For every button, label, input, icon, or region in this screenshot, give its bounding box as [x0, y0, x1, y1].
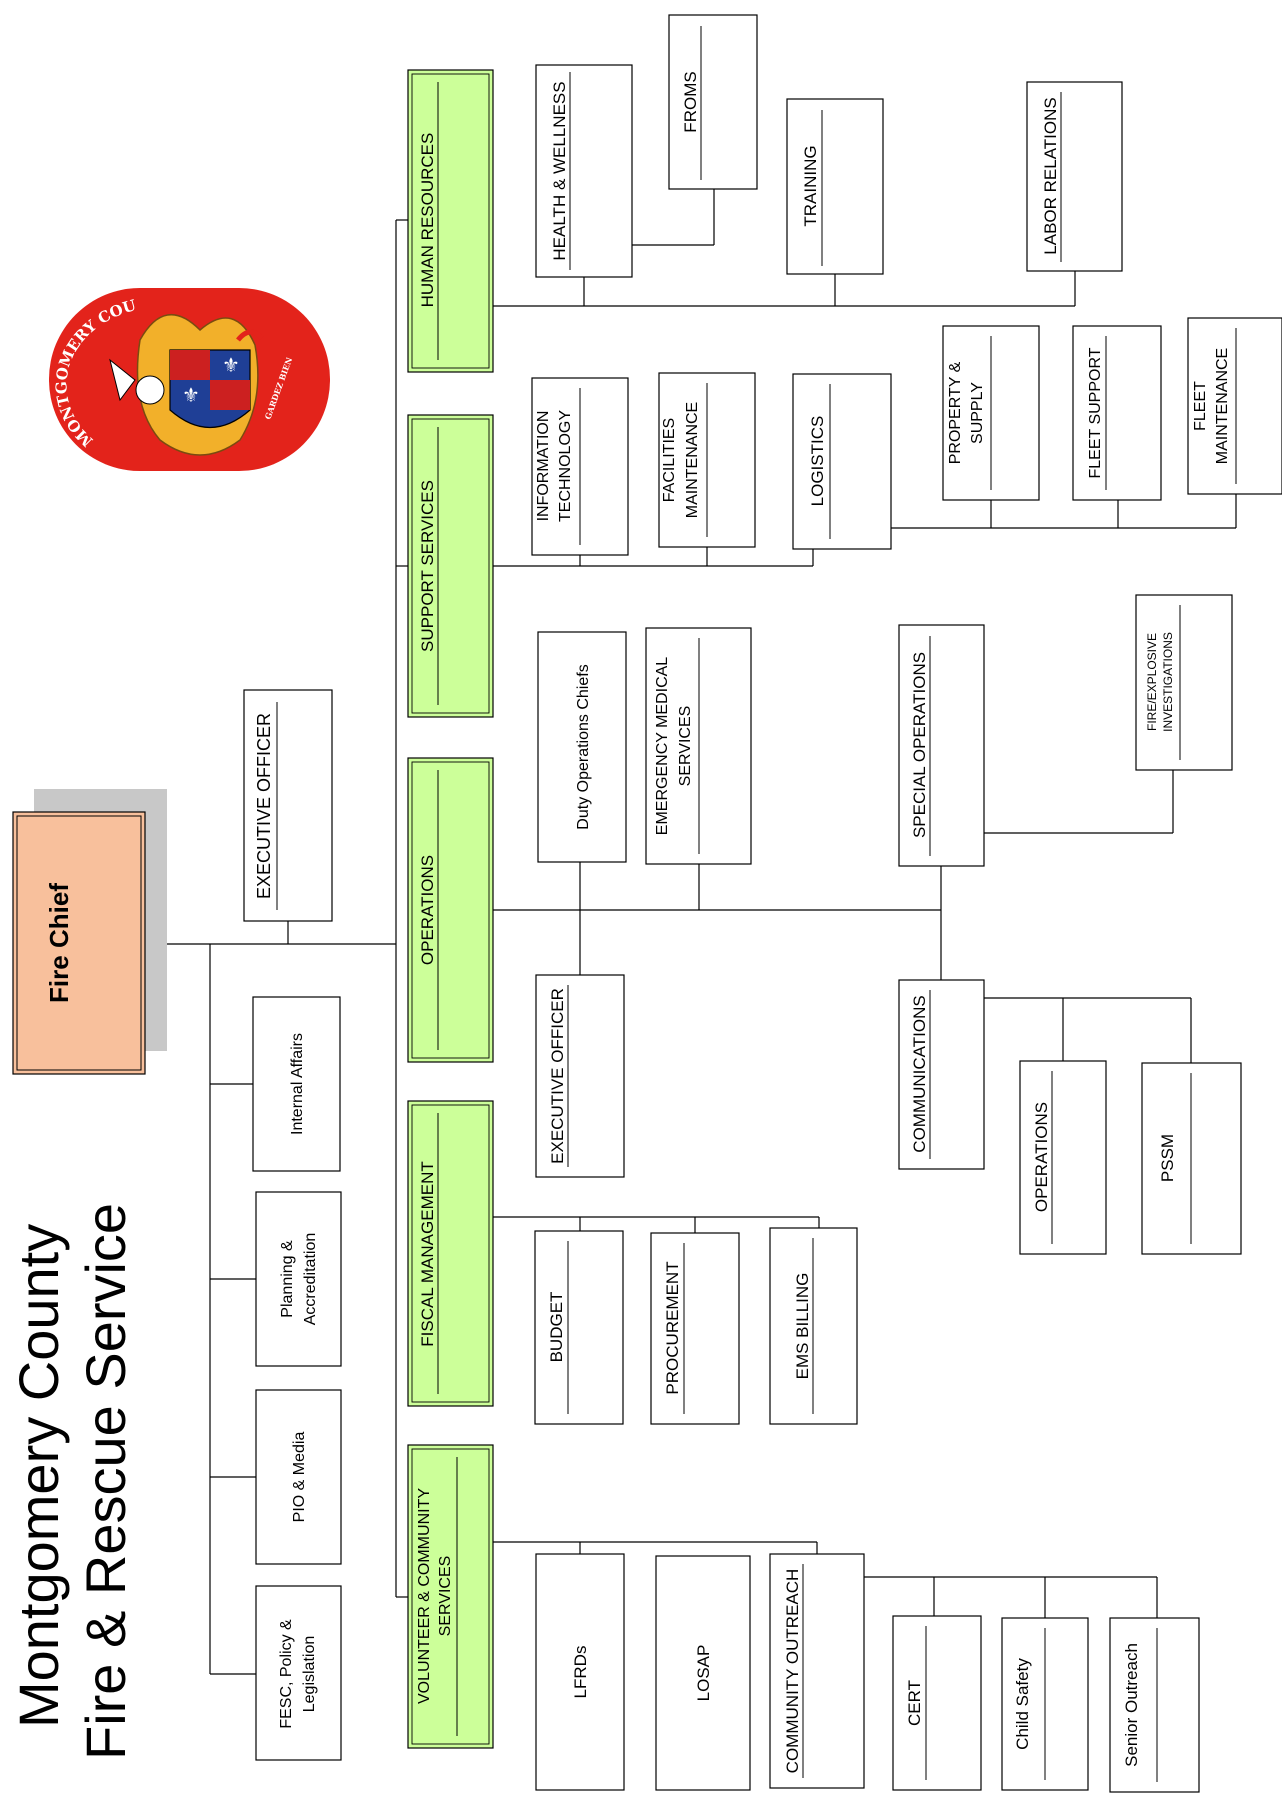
- svg-text:PROCUREMENT: PROCUREMENT: [663, 1261, 682, 1394]
- svg-text:FROMS: FROMS: [681, 71, 700, 132]
- svg-text:TRAINING: TRAINING: [801, 145, 820, 226]
- unit-froms: FROMS: [668, 14, 758, 190]
- unit-fire-explosive-investigations: FIRE/EXPLOSIVE INVESTIGATIONS: [1135, 594, 1233, 771]
- svg-text:VOLUNTEER & COMMUNITY: VOLUNTEER & COMMUNITY: [416, 1488, 433, 1704]
- unit-communications: COMMUNICATIONS: [898, 979, 985, 1170]
- svg-text:Duty Operations Chiefs: Duty Operations Chiefs: [575, 664, 592, 829]
- svg-text:BUDGET: BUDGET: [547, 1292, 566, 1363]
- unit-pssm: PSSM: [1141, 1062, 1242, 1255]
- svg-text:HUMAN RESOURCES: HUMAN RESOURCES: [418, 133, 437, 308]
- unit-community-outreach: COMMUNITY OUTREACH: [769, 1553, 865, 1789]
- connector-lines: [145, 189, 1237, 1675]
- svg-text:PIO & Media: PIO & Media: [291, 1432, 308, 1523]
- svg-text:SUPPLY: SUPPLY: [969, 382, 986, 444]
- svg-text:Internal Affairs: Internal Affairs: [289, 1033, 306, 1135]
- unit-health-wellness: HEALTH & WELLNESS: [535, 64, 633, 278]
- svg-text:PSSM: PSSM: [1158, 1134, 1177, 1182]
- unit-procurement: PROCUREMENT: [650, 1232, 740, 1425]
- unit-lfrds: LFRDs: [535, 1553, 625, 1791]
- unit-facilities-maintenance: FACILITIES MAINTENANCE: [658, 372, 756, 548]
- division-operations: OPERATIONS: [407, 757, 494, 1063]
- svg-text:FISCAL MANAGEMENT: FISCAL MANAGEMENT: [418, 1161, 437, 1346]
- unit-senior-outreach: Senior Outreach: [1109, 1617, 1200, 1793]
- svg-text:⚜: ⚜: [182, 383, 200, 407]
- svg-text:Senior Outreach: Senior Outreach: [1122, 1643, 1141, 1767]
- division-human-resources: HUMAN RESOURCES: [407, 69, 494, 373]
- staff-executive-officer: EXECUTIVE OFFICER: [243, 689, 333, 922]
- svg-text:FLEET: FLEET: [1192, 381, 1209, 431]
- svg-text:SUPPORT SERVICES: SUPPORT SERVICES: [418, 480, 437, 652]
- staff-planning-accreditation: Planning & Accreditation: [255, 1191, 342, 1367]
- fire-chief-label: Fire Chief: [44, 883, 74, 1003]
- unit-fleet-maintenance: FLEET MAINTENANCE: [1187, 317, 1282, 495]
- svg-text:PROPERTY &: PROPERTY &: [947, 361, 964, 464]
- svg-text:OPERATIONS: OPERATIONS: [418, 855, 437, 965]
- unit-special-operations: SPECIAL OPERATIONS: [898, 624, 985, 867]
- svg-text:OPERATIONS: OPERATIONS: [1032, 1102, 1051, 1212]
- svg-text:FESC, Policy &: FESC, Policy &: [278, 1619, 295, 1729]
- unit-budget: BUDGET: [534, 1230, 624, 1425]
- unit-labor-relations: LABOR RELATIONS: [1026, 81, 1123, 272]
- svg-text:Planning &: Planning &: [279, 1240, 296, 1318]
- svg-text:LOGISTICS: LOGISTICS: [808, 416, 827, 507]
- unit-logistics: LOGISTICS: [792, 373, 892, 550]
- svg-text:Child Safety: Child Safety: [1013, 1658, 1032, 1750]
- staff-internal-affairs: Internal Affairs: [252, 996, 341, 1172]
- unit-child-safety: Child Safety: [1001, 1617, 1089, 1791]
- fire-rescue-logo: MONTGOMERY COUNTY MARYLAND FIRE & RESCUE…: [0, 0, 397, 471]
- title-line-1: Montgomery County: [7, 1224, 70, 1728]
- staff-pio-media: PIO & Media: [255, 1389, 342, 1565]
- svg-text:LABOR RELATIONS: LABOR RELATIONS: [1041, 97, 1060, 254]
- svg-text:LFRDs: LFRDs: [571, 1646, 590, 1699]
- svg-text:SERVICES: SERVICES: [677, 706, 694, 787]
- unit-operations-executive-officer: EXECUTIVE OFFICER: [535, 974, 625, 1178]
- unit-cert: CERT: [892, 1615, 982, 1791]
- svg-text:EMERGENCY MEDICAL: EMERGENCY MEDICAL: [654, 657, 671, 836]
- svg-text:MAINTENANCE: MAINTENANCE: [684, 402, 701, 518]
- svg-text:COMMUNICATIONS: COMMUNICATIONS: [910, 995, 929, 1152]
- fire-chief-box: Fire Chief: [12, 789, 167, 1075]
- division-volunteer-community: VOLUNTEER & COMMUNITY SERVICES: [407, 1444, 494, 1749]
- svg-text:FACILITIES: FACILITIES: [661, 418, 678, 502]
- svg-text:MAINTENANCE: MAINTENANCE: [1214, 348, 1231, 464]
- unit-emergency-medical-services: EMERGENCY MEDICAL SERVICES: [645, 627, 752, 865]
- svg-text:INVESTIGATIONS: INVESTIGATIONS: [1161, 632, 1175, 732]
- svg-text:FLEET SUPPORT: FLEET SUPPORT: [1087, 347, 1104, 478]
- title-line-2: Fire & Rescue Service: [74, 1203, 137, 1760]
- svg-text:Accreditation: Accreditation: [302, 1233, 319, 1326]
- unit-ems-billing: EMS BILLING: [769, 1227, 858, 1425]
- svg-text:SERVICES: SERVICES: [437, 1556, 454, 1637]
- svg-text:EXECUTIVE OFFICER: EXECUTIVE OFFICER: [548, 988, 567, 1164]
- unit-losap: LOSAP: [655, 1555, 751, 1791]
- svg-text:TECHNOLOGY: TECHNOLOGY: [557, 410, 574, 522]
- page-title: Montgomery County Fire & Rescue Service: [7, 1203, 137, 1760]
- staff-fesc-policy: FESC, Policy & Legislation: [255, 1585, 342, 1761]
- svg-text:FIRE/EXPLOSIVE: FIRE/EXPLOSIVE: [1145, 633, 1159, 731]
- svg-text:⚜: ⚜: [222, 353, 240, 377]
- unit-information-technology: INFORMATION TECHNOLOGY: [531, 377, 629, 556]
- svg-text:EMS BILLING: EMS BILLING: [793, 1273, 812, 1380]
- svg-text:HEALTH & WELLNESS: HEALTH & WELLNESS: [550, 81, 569, 260]
- division-fiscal-management: FISCAL MANAGEMENT: [407, 1100, 494, 1407]
- svg-text:COMMUNITY OUTREACH: COMMUNITY OUTREACH: [783, 1569, 802, 1774]
- unit-property-supply: PROPERTY & SUPPLY: [942, 325, 1040, 501]
- svg-text:EXECUTIVE OFFICER: EXECUTIVE OFFICER: [254, 713, 274, 899]
- unit-training: TRAINING: [786, 98, 884, 275]
- svg-text:INFORMATION: INFORMATION: [535, 411, 552, 522]
- unit-comm-operations: OPERATIONS: [1019, 1060, 1107, 1255]
- unit-duty-operations-chiefs: Duty Operations Chiefs: [537, 631, 627, 863]
- svg-text:Legislation: Legislation: [301, 1636, 318, 1713]
- unit-fleet-support: FLEET SUPPORT: [1072, 325, 1162, 501]
- svg-text:CERT: CERT: [905, 1680, 924, 1726]
- svg-text:SPECIAL OPERATIONS: SPECIAL OPERATIONS: [910, 652, 929, 838]
- division-support-services: SUPPORT SERVICES: [407, 414, 494, 718]
- svg-text:LOSAP: LOSAP: [694, 1645, 713, 1702]
